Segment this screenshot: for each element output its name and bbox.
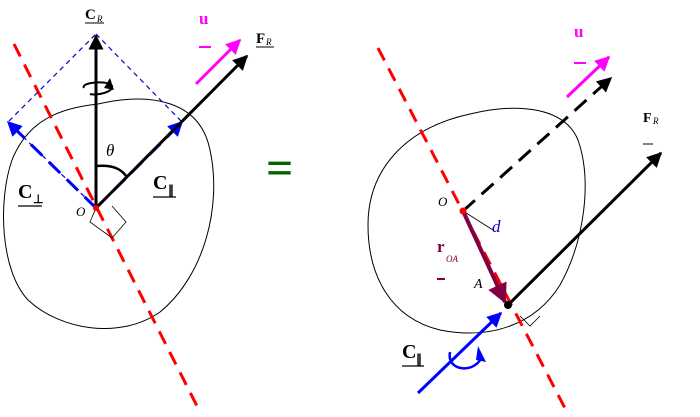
- left-rotation-arrowhead-icon: [104, 78, 114, 90]
- right-parallel-label: C: [402, 341, 416, 363]
- right-right-angle-marker: [519, 315, 541, 327]
- left-figure: C R u F R θ C ⊥ C ∥ O: [3, 7, 274, 413]
- right-position-vector-label: r: [437, 237, 445, 256]
- right-rotation-arrowhead-icon: [476, 346, 486, 362]
- right-force-sub: R: [652, 116, 659, 126]
- left-parallel-sub: ∥: [168, 183, 174, 197]
- right-force-label: F: [643, 111, 652, 126]
- left-angle-arc: [95, 164, 128, 177]
- left-angle-label: θ: [106, 141, 114, 160]
- right-point-a-label: A: [473, 277, 483, 292]
- left-perp-component-arrow: [6, 120, 98, 210]
- right-distance-label: d: [492, 217, 501, 236]
- left-force-label: F: [256, 31, 265, 47]
- right-force-shifted-dashed: [461, 76, 613, 213]
- left-point-o-label: O: [76, 204, 86, 219]
- left-body-outline: [3, 98, 215, 329]
- right-point-o-dot: [459, 207, 467, 215]
- left-unit-vector-arrow: [194, 38, 242, 86]
- right-point-a-dot: [504, 301, 512, 309]
- left-force-sub: R: [265, 37, 272, 47]
- left-central-axis: [12, 43, 202, 413]
- right-parallel-couple-arrow: [416, 311, 503, 395]
- right-unit-vector-label: u: [574, 22, 583, 41]
- right-position-vector-arrow: [461, 210, 507, 304]
- right-force-arrow: [506, 151, 663, 307]
- left-point-o-dot: [93, 205, 99, 211]
- left-perp-sub: ⊥: [33, 192, 43, 206]
- right-unit-vector-arrow: [565, 55, 611, 99]
- left-unit-vector-label: u: [199, 9, 208, 28]
- left-perp-label: C: [18, 181, 32, 203]
- left-right-angle-marker: [89, 205, 127, 239]
- left-force-arrow: [94, 54, 249, 210]
- right-position-vector-sub: OA: [446, 254, 458, 264]
- right-body-outline: [367, 107, 586, 334]
- right-parallel-sub: ∥: [416, 352, 422, 366]
- left-couple-resultant-label: C: [85, 7, 96, 23]
- left-parallel-label: C: [153, 172, 167, 194]
- right-point-o-label: O: [438, 194, 448, 209]
- right-distance-line: [462, 210, 494, 231]
- equals-sign: =: [266, 142, 293, 195]
- left-couple-resultant-sub: R: [96, 14, 103, 24]
- right-figure: u F R O d r OA A C ∥: [367, 22, 663, 415]
